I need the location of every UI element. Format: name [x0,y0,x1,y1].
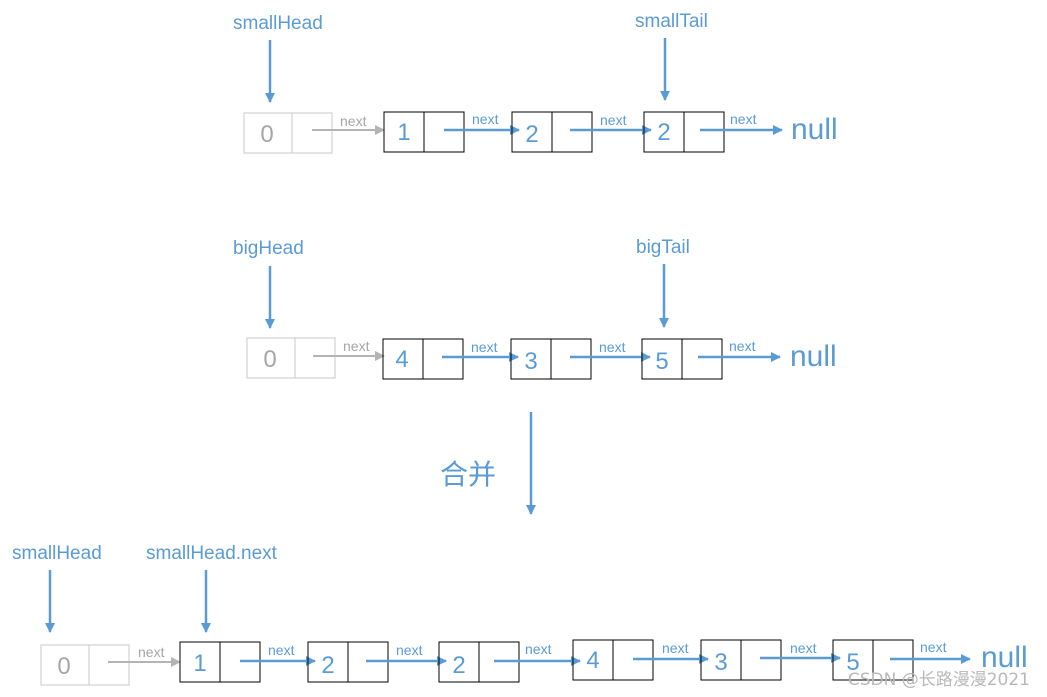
merged-dummy-next-label: next [138,644,165,660]
big-node-1: 4 next [382,338,519,380]
small-tail-pointer-label: smallTail [635,11,708,32]
merged-node-6-next-label: next [920,639,947,655]
small-null-label: null [791,113,838,146]
small-node-2-next-label: next [600,112,627,128]
merged-node-6-value: 5 [846,649,859,676]
big-dummy-value: 0 [263,346,276,373]
big-head-pointer-label: bigHead [233,238,304,259]
merged-node-2-value: 2 [321,652,334,679]
merged-node-1-value: 1 [193,650,206,677]
merged-node-3-value: 2 [452,652,465,679]
merged-node-4: 4 next [572,639,709,681]
big-node-3-next-label: next [729,338,756,354]
merged-node-4-next-label: next [662,640,689,656]
small-head-pointer-label: smallHead [233,13,323,34]
merged-node-2-next-label: next [396,642,423,658]
big-node-3: 5 next [641,338,781,380]
merged-node-1: 1 next [179,641,316,683]
small-node-3: 2 next [643,111,783,153]
big-node-3-value: 5 [655,348,668,375]
merged-node-5: 3 next [700,639,841,681]
merge-step: 合并 [440,412,536,515]
small-dummy-value: 0 [260,121,273,148]
small-node-1-next-label: next [472,111,499,127]
big-list-row: bigHead bigTail 0 next 4 next 3 next [233,237,837,380]
merged-node-1-next-label: next [268,642,295,658]
small-node-3-next-label: next [730,111,757,127]
big-node-1-next-label: next [471,339,498,355]
merged-null-label: null [981,641,1028,674]
small-list-row: smallHead smallTail 0 next 1 next 2 next [233,11,838,154]
merged-head-pointer-label: smallHead [12,543,102,564]
small-node-2-value: 2 [525,121,538,148]
small-node-3-value: 2 [657,119,670,146]
big-node-2-next-label: next [599,339,626,355]
merged-node-6: 5 next [832,639,971,681]
small-node-1: 1 next [383,111,520,153]
merged-dummy-value: 0 [57,653,70,680]
merged-node-5-value: 3 [714,649,727,676]
merged-node-4-value: 4 [586,647,599,674]
merged-list-row: smallHead smallHead.next 0 next 1 next 2… [12,543,1028,686]
merged-node-2: 2 next [307,641,447,683]
watermark: CSDN @长路漫漫2021 [848,670,1030,690]
small-dummy-node: 0 next [243,112,385,154]
merge-label: 合并 [440,458,496,491]
big-dummy-node: 0 next [246,337,385,379]
merged-next-pointer-label: smallHead.next [146,543,278,564]
small-node-1-value: 1 [397,119,410,146]
big-node-2: 3 next [510,338,651,380]
small-dummy-next-label: next [340,113,367,129]
merged-node-3: 2 next [438,641,581,683]
big-tail-pointer-label: bigTail [636,237,690,258]
merged-node-3-next-label: next [525,641,552,657]
small-node-2: 2 next [511,111,652,153]
merged-node-5-next-label: next [790,640,817,656]
big-node-2-value: 3 [524,348,537,375]
merged-dummy-node: 0 next [40,644,181,686]
big-null-label: null [790,340,837,373]
big-node-1-value: 4 [395,346,408,373]
big-dummy-next-label: next [343,338,370,354]
